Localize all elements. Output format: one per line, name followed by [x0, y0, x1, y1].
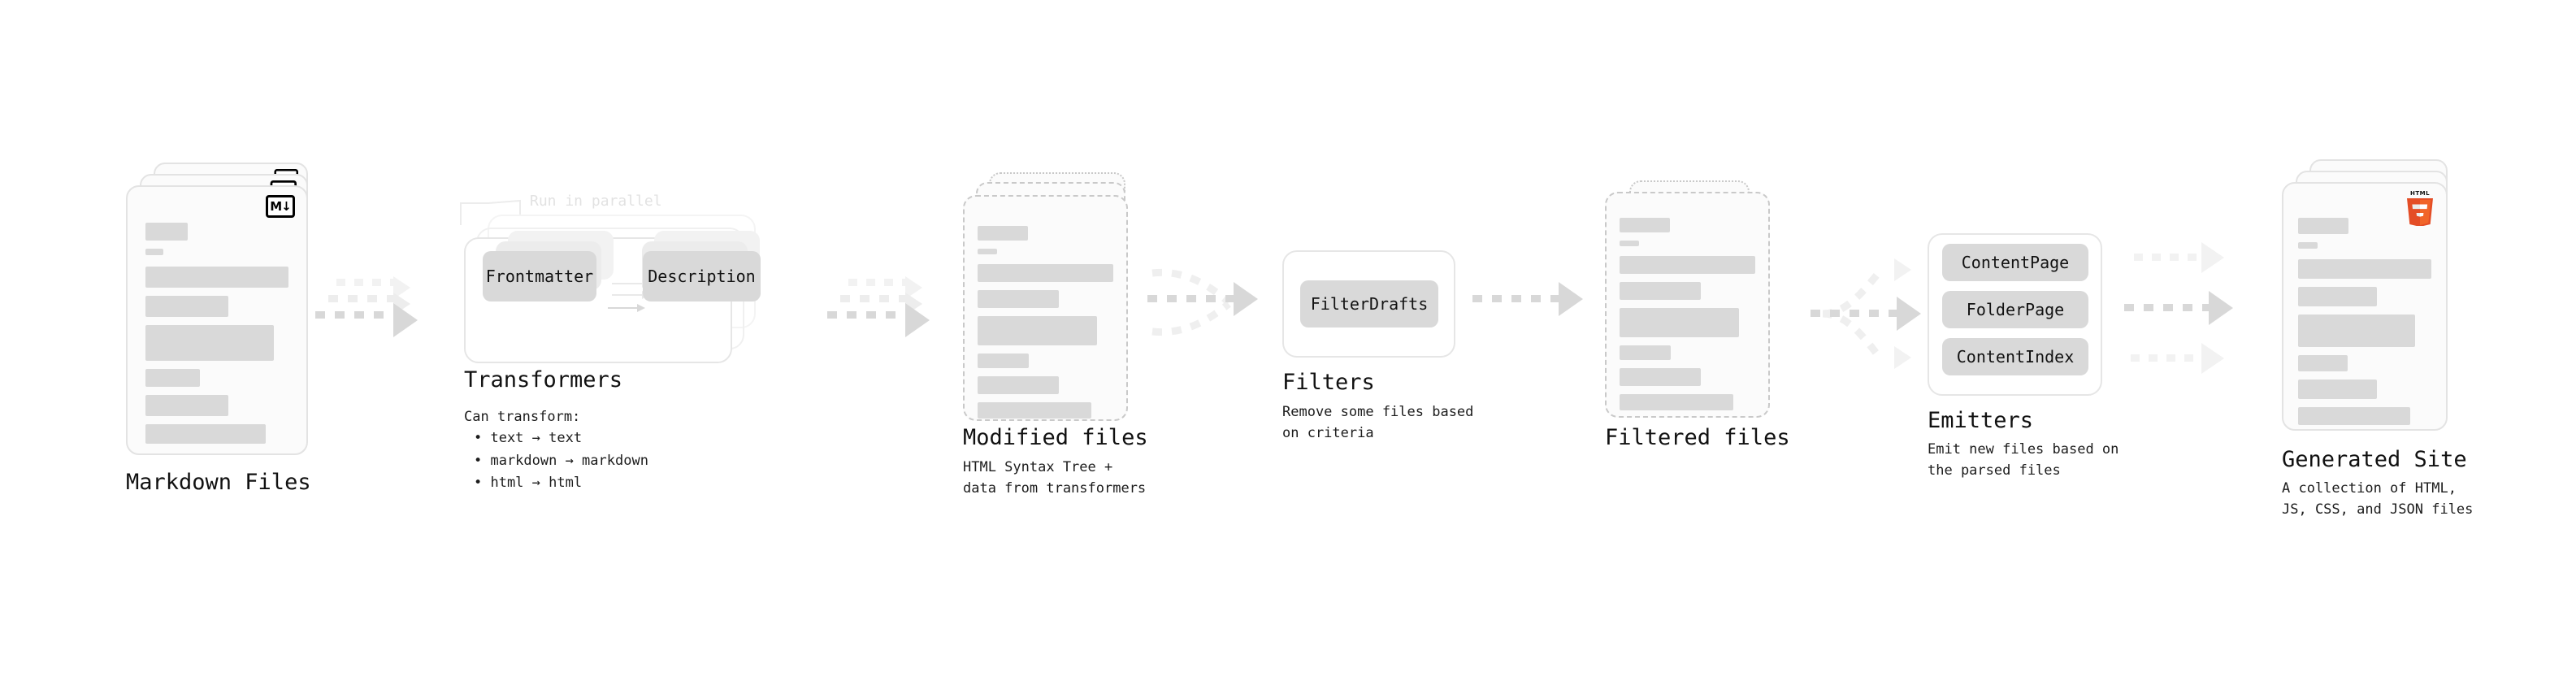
- html5-icon: HTML: [2407, 190, 2433, 226]
- emitter-chip-contentindex[interactable]: ContentIndex: [1942, 338, 2088, 375]
- stage-title-transformers: Transformers: [464, 367, 623, 393]
- stage-title-markdown-files: Markdown Files: [126, 470, 311, 495]
- stage-title-filters: Filters: [1282, 370, 1375, 395]
- connector-filtered-to-emitters-main: [1811, 297, 1941, 347]
- modified-card-front: [963, 195, 1128, 421]
- card-placeholder-lines: [978, 226, 1113, 419]
- filtered-files-stack: [1605, 180, 1800, 473]
- filter-chip-filterdrafts[interactable]: FilterDrafts: [1300, 280, 1438, 327]
- markdown-card-front: M↓: [126, 185, 308, 455]
- stage-desc-generated-site: A collection of HTML, JS, CSS, and JSON …: [2282, 480, 2474, 518]
- run-in-parallel-note: Run in parallel: [530, 193, 662, 210]
- connector-arrowhead-top: [1894, 258, 1911, 281]
- stage-title-emitters: Emitters: [1928, 408, 2034, 433]
- markdown-icon: M↓: [266, 195, 295, 218]
- emitter-chip-folderpage[interactable]: FolderPage: [1942, 291, 2088, 328]
- card-placeholder-lines: [145, 223, 288, 444]
- transformers-bullet-0: • text → text: [474, 430, 583, 446]
- stage-title-generated-site: Generated Site: [2282, 447, 2467, 472]
- connector-transformers-to-modified: [827, 276, 933, 352]
- transformers-bullet-1: • markdown → markdown: [474, 452, 648, 469]
- generated-card-front: HTML: [2282, 182, 2448, 431]
- generated-site-stack: CSS HTML: [2282, 159, 2485, 452]
- stage-title-filtered-files: Filtered files: [1605, 425, 1790, 450]
- connector-emitters-to-site-top: [2124, 242, 2254, 291]
- connector-arrowhead-bottom: [1894, 346, 1911, 369]
- transformers-bullets: • text → text • markdown → markdown • ht…: [474, 427, 648, 495]
- transformers-bullet-2: • html → html: [474, 475, 583, 492]
- connector-markdown-to-transformers: [315, 276, 421, 352]
- card-placeholder-lines: [1620, 218, 1755, 410]
- stage-desc-emitters: Emit new files based on the parsed files: [1928, 441, 2119, 479]
- transformer-chip-frontmatter[interactable]: Frontmatter: [483, 251, 596, 301]
- svg-text:HTML: HTML: [2410, 190, 2430, 197]
- stage-desc-filters: Remove some files based on criteria: [1282, 404, 1474, 442]
- connector-modified-to-filters-main: [1147, 282, 1261, 332]
- stage-title-modified-files: Modified files: [963, 425, 1148, 450]
- emitter-chip-contentpage[interactable]: ContentPage: [1942, 244, 2088, 281]
- connector-filters-to-filtered: [1472, 282, 1594, 332]
- connector-emitters-to-site-mid: [2124, 291, 2254, 341]
- markdown-files-stack: M↓ M↓ M↓: [126, 163, 321, 455]
- stage-desc-modified-files: HTML Syntax Tree + data from transformer…: [963, 459, 1147, 497]
- modified-files-stack: [963, 172, 1158, 465]
- transformer-chip-description[interactable]: Description: [643, 251, 761, 301]
- card-placeholder-lines: [2298, 218, 2431, 425]
- transformers-detail-heading: Can transform:: [464, 409, 581, 425]
- filtered-card-front: [1605, 192, 1770, 418]
- connector-emitters-to-site-bottom: [2124, 343, 2254, 392]
